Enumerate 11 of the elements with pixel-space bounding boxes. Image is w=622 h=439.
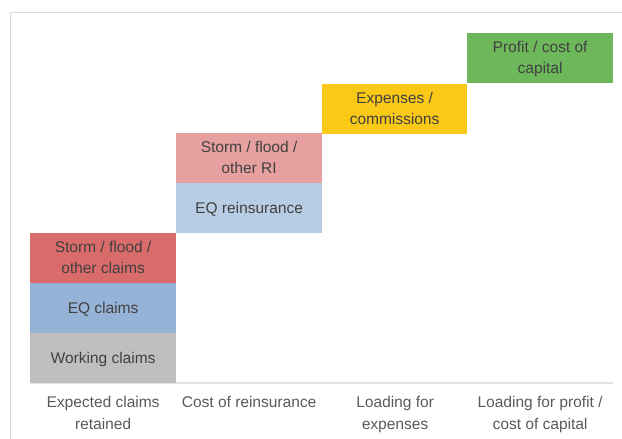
category-label: Loading for expenses [355,393,435,435]
category-label: Expected claims retained [46,393,160,435]
bar-segment: Expenses / commissions [322,84,467,134]
bar-segment: EQ reinsurance [176,183,322,233]
bar-segment: Profit / cost of capital [467,33,613,83]
bar-segment: EQ claims [30,283,176,333]
bar-segment: Working claims [30,333,176,383]
bar-segment: Storm / flood / other RI [176,133,322,183]
bar-segment: Storm / flood / other claims [30,233,176,283]
category-label: Loading for profit / cost of capital [476,393,604,435]
category-label: Cost of reinsurance [180,393,318,413]
